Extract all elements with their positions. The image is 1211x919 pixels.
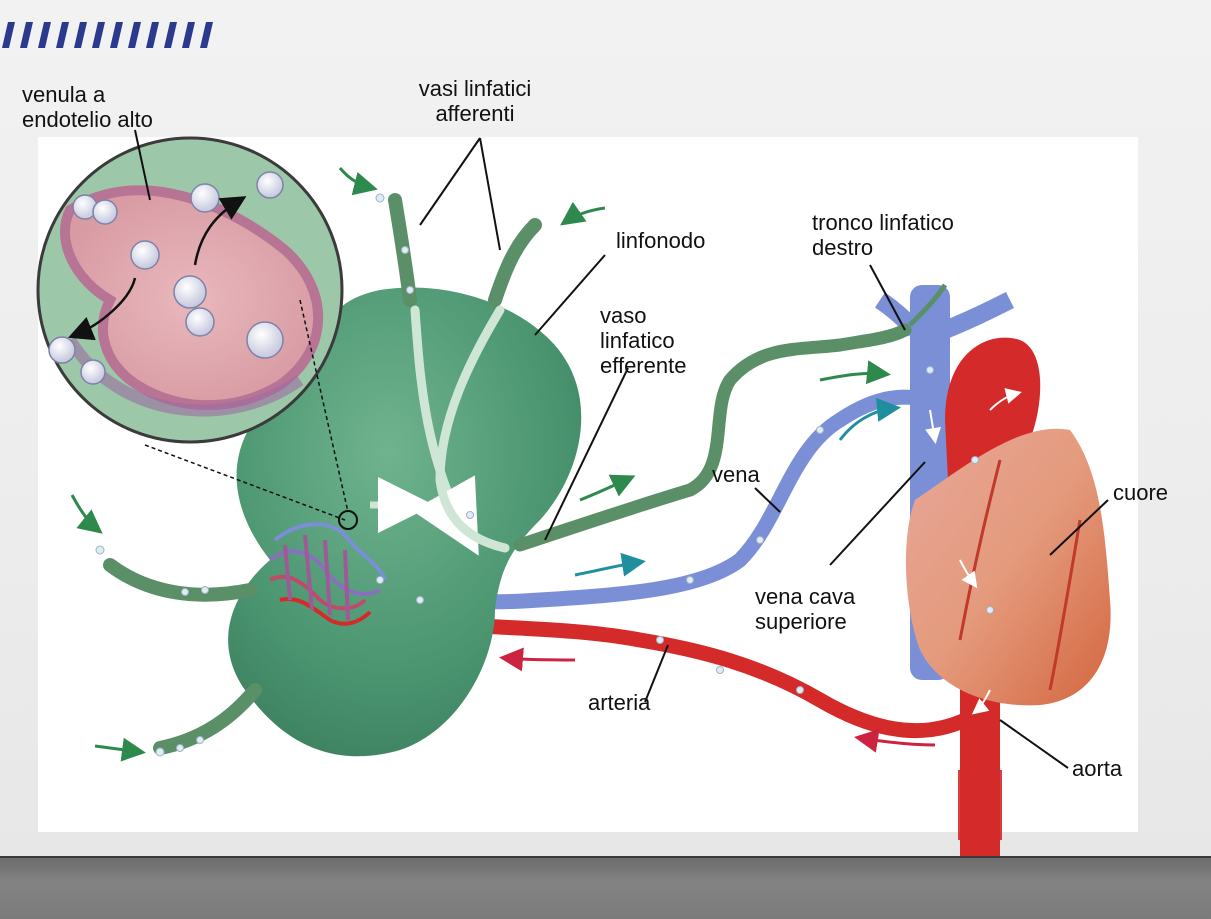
label-vasi-afferenti: vasi linfatici afferenti bbox=[418, 76, 532, 126]
label-vaso-efferente: vaso linfatico efferente bbox=[600, 303, 687, 378]
label-tronco-linfatico: tronco linfatico destro bbox=[812, 210, 954, 260]
flow-arrow-green-bottom bbox=[94, 737, 146, 762]
capillary-network bbox=[268, 522, 387, 626]
label-cuore: cuore bbox=[1113, 480, 1169, 505]
vaso-linfatico-efferente bbox=[513, 323, 912, 552]
vaso-afferente-3 bbox=[103, 558, 257, 602]
footer-bar bbox=[0, 856, 1211, 919]
label-venula: venula a endotelio alto bbox=[22, 82, 153, 132]
label-vena-cava: vena cava superiore bbox=[755, 584, 856, 634]
label-vena: vena bbox=[712, 462, 760, 487]
flow-arrow-green-left bbox=[70, 494, 103, 534]
label-linfonodo: linfonodo bbox=[616, 228, 706, 253]
header-stripes bbox=[2, 22, 213, 48]
vaso-afferente-4 bbox=[153, 683, 262, 755]
flow-arrow-red-aorta bbox=[854, 728, 936, 753]
flow-arrow-teal-vein bbox=[574, 552, 646, 577]
flow-arrow-green-top bbox=[338, 167, 378, 196]
flow-arrow-green-efferent bbox=[579, 474, 636, 502]
flow-arrow-green-right bbox=[560, 201, 606, 226]
lymphocytes bbox=[48, 171, 284, 385]
leader-lines bbox=[134, 129, 1109, 769]
label-arteria: arteria bbox=[588, 690, 651, 715]
label-aorta: aorta bbox=[1072, 756, 1123, 781]
flow-arrow-red-artery bbox=[499, 647, 576, 672]
flow-arrow-teal-vein-top bbox=[838, 397, 901, 441]
flow-arrow-green-tronco bbox=[819, 360, 891, 385]
vaso-afferente-2 bbox=[488, 218, 542, 307]
